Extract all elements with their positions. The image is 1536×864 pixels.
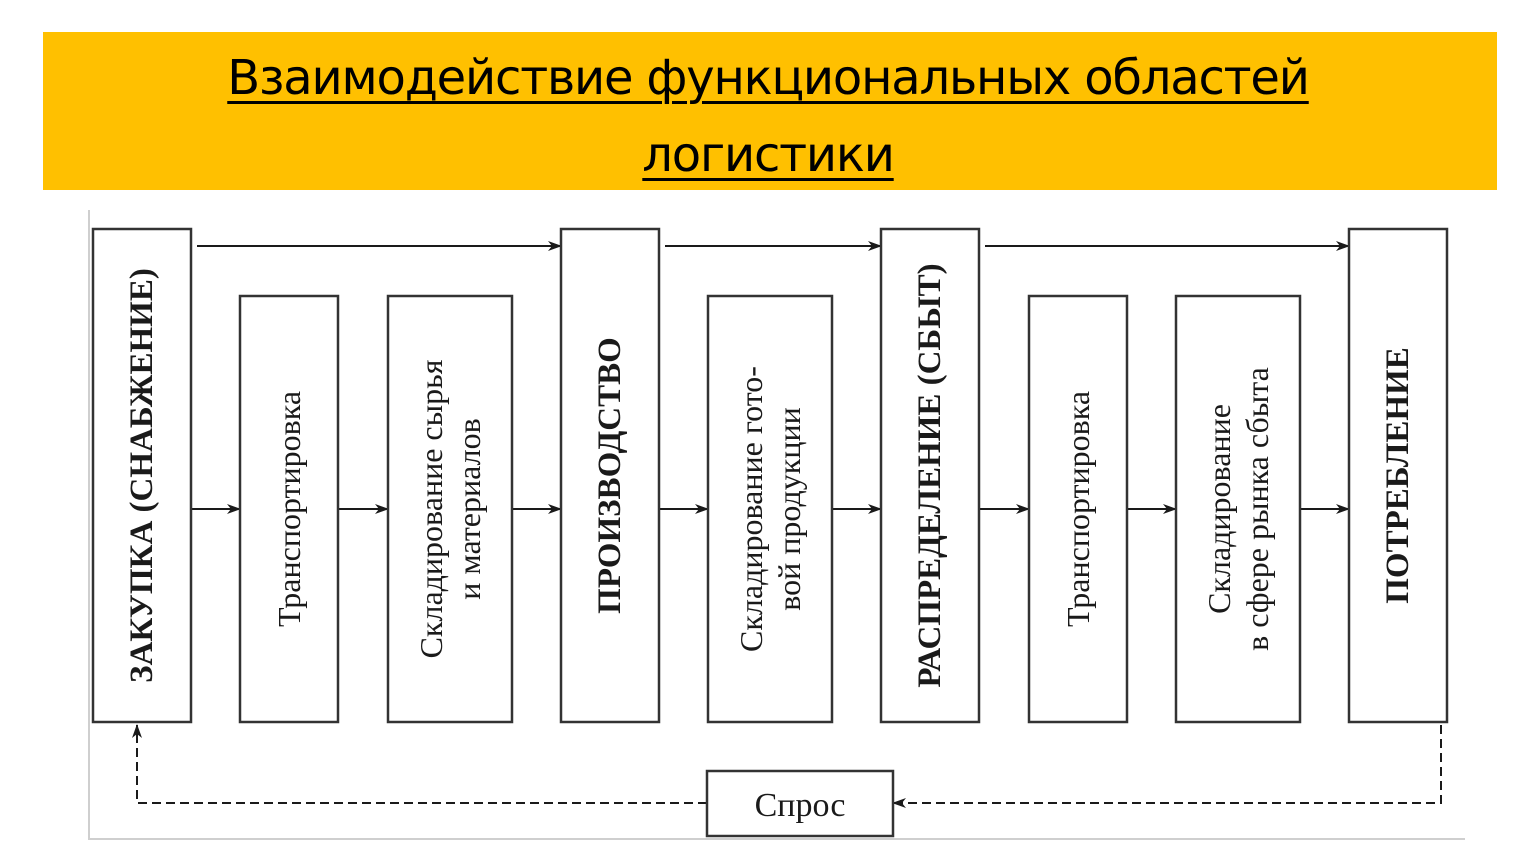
node-label: РАСПРЕДЕЛЕНИЕ (СБЫТ): [912, 263, 948, 687]
node-label: Складирование: [1201, 404, 1237, 614]
node-label: ПРОИЗВОДСТВО: [592, 337, 628, 614]
node-raspredelenie: РАСПРЕДЕЛЕНИЕ (СБЫТ): [879, 227, 981, 724]
node-box: [879, 227, 981, 724]
node-box: [91, 227, 193, 724]
node-label: Складирование сырья: [413, 359, 449, 658]
diagram-frame: [88, 210, 1465, 840]
node-box: [1174, 294, 1302, 724]
demand-feedback-line-left: [132, 724, 707, 804]
demand-box: Спрос: [705, 769, 895, 838]
node-label: в сфере рынка сбыта: [1239, 367, 1275, 651]
node-label: Транспортировка: [1060, 391, 1096, 627]
demand-feedback-line-right: [892, 725, 1442, 808]
page-title-line-2: логистики: [642, 127, 895, 183]
node-box: [238, 294, 340, 724]
demand-box-rect: [705, 769, 895, 838]
node-box: [1347, 227, 1449, 724]
node-label: Складирование гото-: [733, 366, 769, 652]
node-label: ПОТРЕБЛЕНИЕ: [1380, 347, 1416, 603]
node-box: [706, 294, 834, 724]
node-label: вой продукции: [771, 407, 807, 610]
title-banner: [43, 32, 1497, 190]
node-box: [1027, 294, 1129, 724]
node-sklad-gp: Складирование гото-вой продукции: [706, 294, 834, 724]
node-transport1: Транспортировка: [238, 294, 340, 724]
node-potreblenie: ПОТРЕБЛЕНИЕ: [1347, 227, 1449, 724]
node-label: ЗАКУПКА (СНАБЖЕНИЕ): [124, 268, 160, 683]
demand-label: Спрос: [755, 787, 846, 824]
node-proizvodstvo: ПРОИЗВОДСТВО: [559, 227, 661, 724]
node-label: и материалов: [451, 418, 487, 599]
node-box: [559, 227, 661, 724]
node-transport2: Транспортировка: [1027, 294, 1129, 724]
node-zakupka: ЗАКУПКА (СНАБЖЕНИЕ): [91, 227, 193, 724]
node-box: [386, 294, 514, 724]
page-title-line-1: Взаимодействие функциональных областей: [227, 50, 1310, 106]
node-label: Транспортировка: [271, 391, 307, 627]
